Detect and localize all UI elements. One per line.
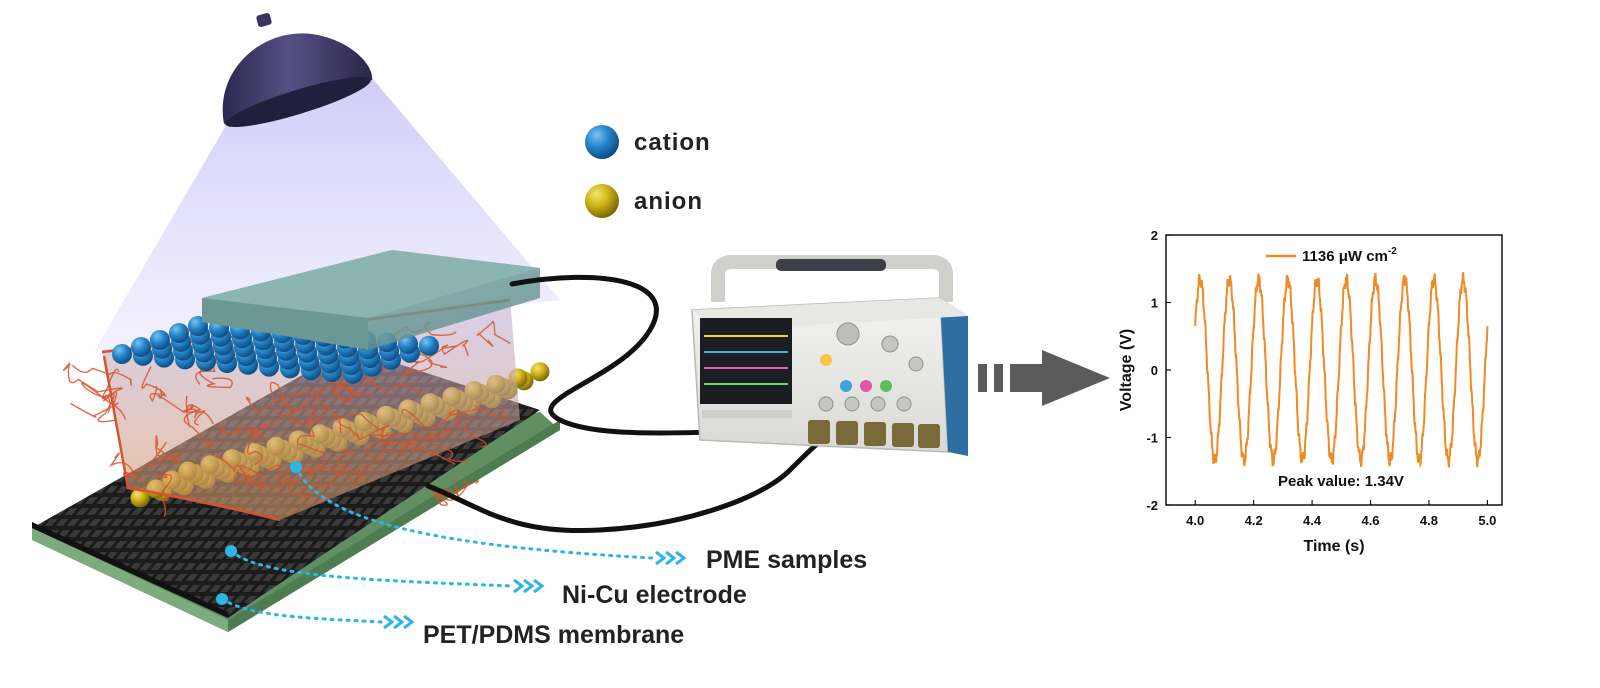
plot-legend-label: 1136 μW cm-2 xyxy=(1302,246,1397,265)
network-strand xyxy=(108,452,144,479)
top-electrode-wire xyxy=(509,274,821,436)
cation-particle xyxy=(169,323,189,343)
network-strand xyxy=(245,381,284,416)
network-strand xyxy=(436,476,479,498)
cation-legend-label: cation xyxy=(634,129,711,156)
cation-particle xyxy=(112,344,132,364)
legend: cation anion xyxy=(585,125,711,218)
device-stack xyxy=(32,250,560,632)
network-strand xyxy=(333,416,390,441)
anion-legend-marker xyxy=(585,184,619,218)
x-axis-title: Time (s) xyxy=(1303,538,1364,555)
network-strand xyxy=(97,368,120,423)
network-strand xyxy=(246,473,264,494)
y-tick-label: 1 xyxy=(1151,296,1158,311)
network-strand xyxy=(182,408,214,426)
cation-particle xyxy=(150,330,170,350)
y-tick-label: -1 xyxy=(1146,431,1158,446)
wires xyxy=(425,274,835,534)
network-strand xyxy=(369,432,421,453)
cation-layer xyxy=(112,316,439,384)
network-strand xyxy=(288,466,369,499)
network-strand xyxy=(411,445,456,465)
network-strand xyxy=(431,405,508,429)
cation-legend-marker xyxy=(585,125,619,159)
oscilloscope-screen xyxy=(700,318,792,404)
network-strand xyxy=(141,365,168,403)
bottom-electrode-wire xyxy=(425,433,835,534)
network-strand xyxy=(281,387,328,416)
network-strand xyxy=(476,320,511,347)
network-strand xyxy=(238,464,285,489)
anion-legend-label: anion xyxy=(634,188,703,215)
callout-label-pme-samples: PME samples xyxy=(706,546,867,574)
network-strand xyxy=(275,391,339,419)
network-strand xyxy=(81,382,127,420)
x-tick-label: 4.2 xyxy=(1245,513,1263,528)
y-axis-title: Voltage (V) xyxy=(1118,329,1135,411)
x-tick-label: 4.6 xyxy=(1361,513,1379,528)
plot-frame xyxy=(1165,234,1503,506)
lamp-icon xyxy=(222,13,373,128)
x-tick-label: 4.0 xyxy=(1186,513,1204,528)
network-strand xyxy=(219,424,251,435)
anion-particle xyxy=(130,488,150,508)
x-tick-label: 4.4 xyxy=(1303,513,1322,528)
callout-label-ni-cu-electrode: Ni-Cu electrode xyxy=(562,581,747,609)
voltage-series-line xyxy=(1194,272,1489,469)
x-tick-label: 4.8 xyxy=(1420,513,1438,528)
plot-ticks: 4.0 4.2 4.4 4.6 4.8 5.0 2 1 0 -1 -2 xyxy=(1146,228,1496,528)
network-strand xyxy=(215,454,248,483)
network-strand xyxy=(296,401,328,446)
network-strand xyxy=(72,364,132,387)
plot-legend: 1136 μW cm-2 xyxy=(1266,246,1397,265)
cation-particle xyxy=(419,335,439,356)
network-strand xyxy=(326,375,353,403)
callout-ni-cu-electrode: Ni-Cu electrode xyxy=(225,545,747,609)
output-arrow-icon xyxy=(978,350,1110,406)
peak-value-annotation: Peak value: 1.34V xyxy=(1278,473,1404,490)
network-edge xyxy=(102,355,281,522)
network-strand xyxy=(453,413,487,448)
network-strand xyxy=(298,442,338,478)
network-strand xyxy=(290,407,318,425)
network-strand xyxy=(364,432,401,462)
y-tick-label: 2 xyxy=(1151,228,1158,243)
callouts: PME samples Ni-Cu electrode PET/PDMS mem… xyxy=(216,461,867,649)
network-strand xyxy=(385,408,431,455)
cation-particle xyxy=(131,337,151,357)
y-tick-label: 0 xyxy=(1151,363,1158,378)
network-strand xyxy=(336,449,373,486)
network-strand xyxy=(281,463,316,485)
x-tick-label: 5.0 xyxy=(1478,513,1496,528)
network-strand xyxy=(155,473,173,517)
network-strand xyxy=(246,427,264,466)
voltage-time-plot: 4.0 4.2 4.4 4.6 4.8 5.0 2 1 0 -1 -2 1136 μW cm-2 P… xyxy=(1118,228,1503,555)
network-strand xyxy=(426,429,471,463)
y-tick-label: -2 xyxy=(1146,498,1158,513)
anion-particle xyxy=(530,362,550,382)
callout-pme-samples: PME samples xyxy=(290,461,867,574)
network-strand xyxy=(252,413,305,440)
network-strand xyxy=(337,381,372,397)
network-strand xyxy=(183,404,214,449)
network-strand xyxy=(62,361,123,393)
callout-label-pet-pdms-membrane: PET/PDMS membrane xyxy=(423,621,684,649)
callout-pet-pdms-membrane: PET/PDMS membrane xyxy=(216,593,684,649)
oscilloscope xyxy=(691,255,968,456)
top-cover-plate xyxy=(202,250,540,350)
network-strand xyxy=(156,388,194,414)
network-strand xyxy=(154,435,181,462)
bnc-connectors xyxy=(808,420,940,448)
